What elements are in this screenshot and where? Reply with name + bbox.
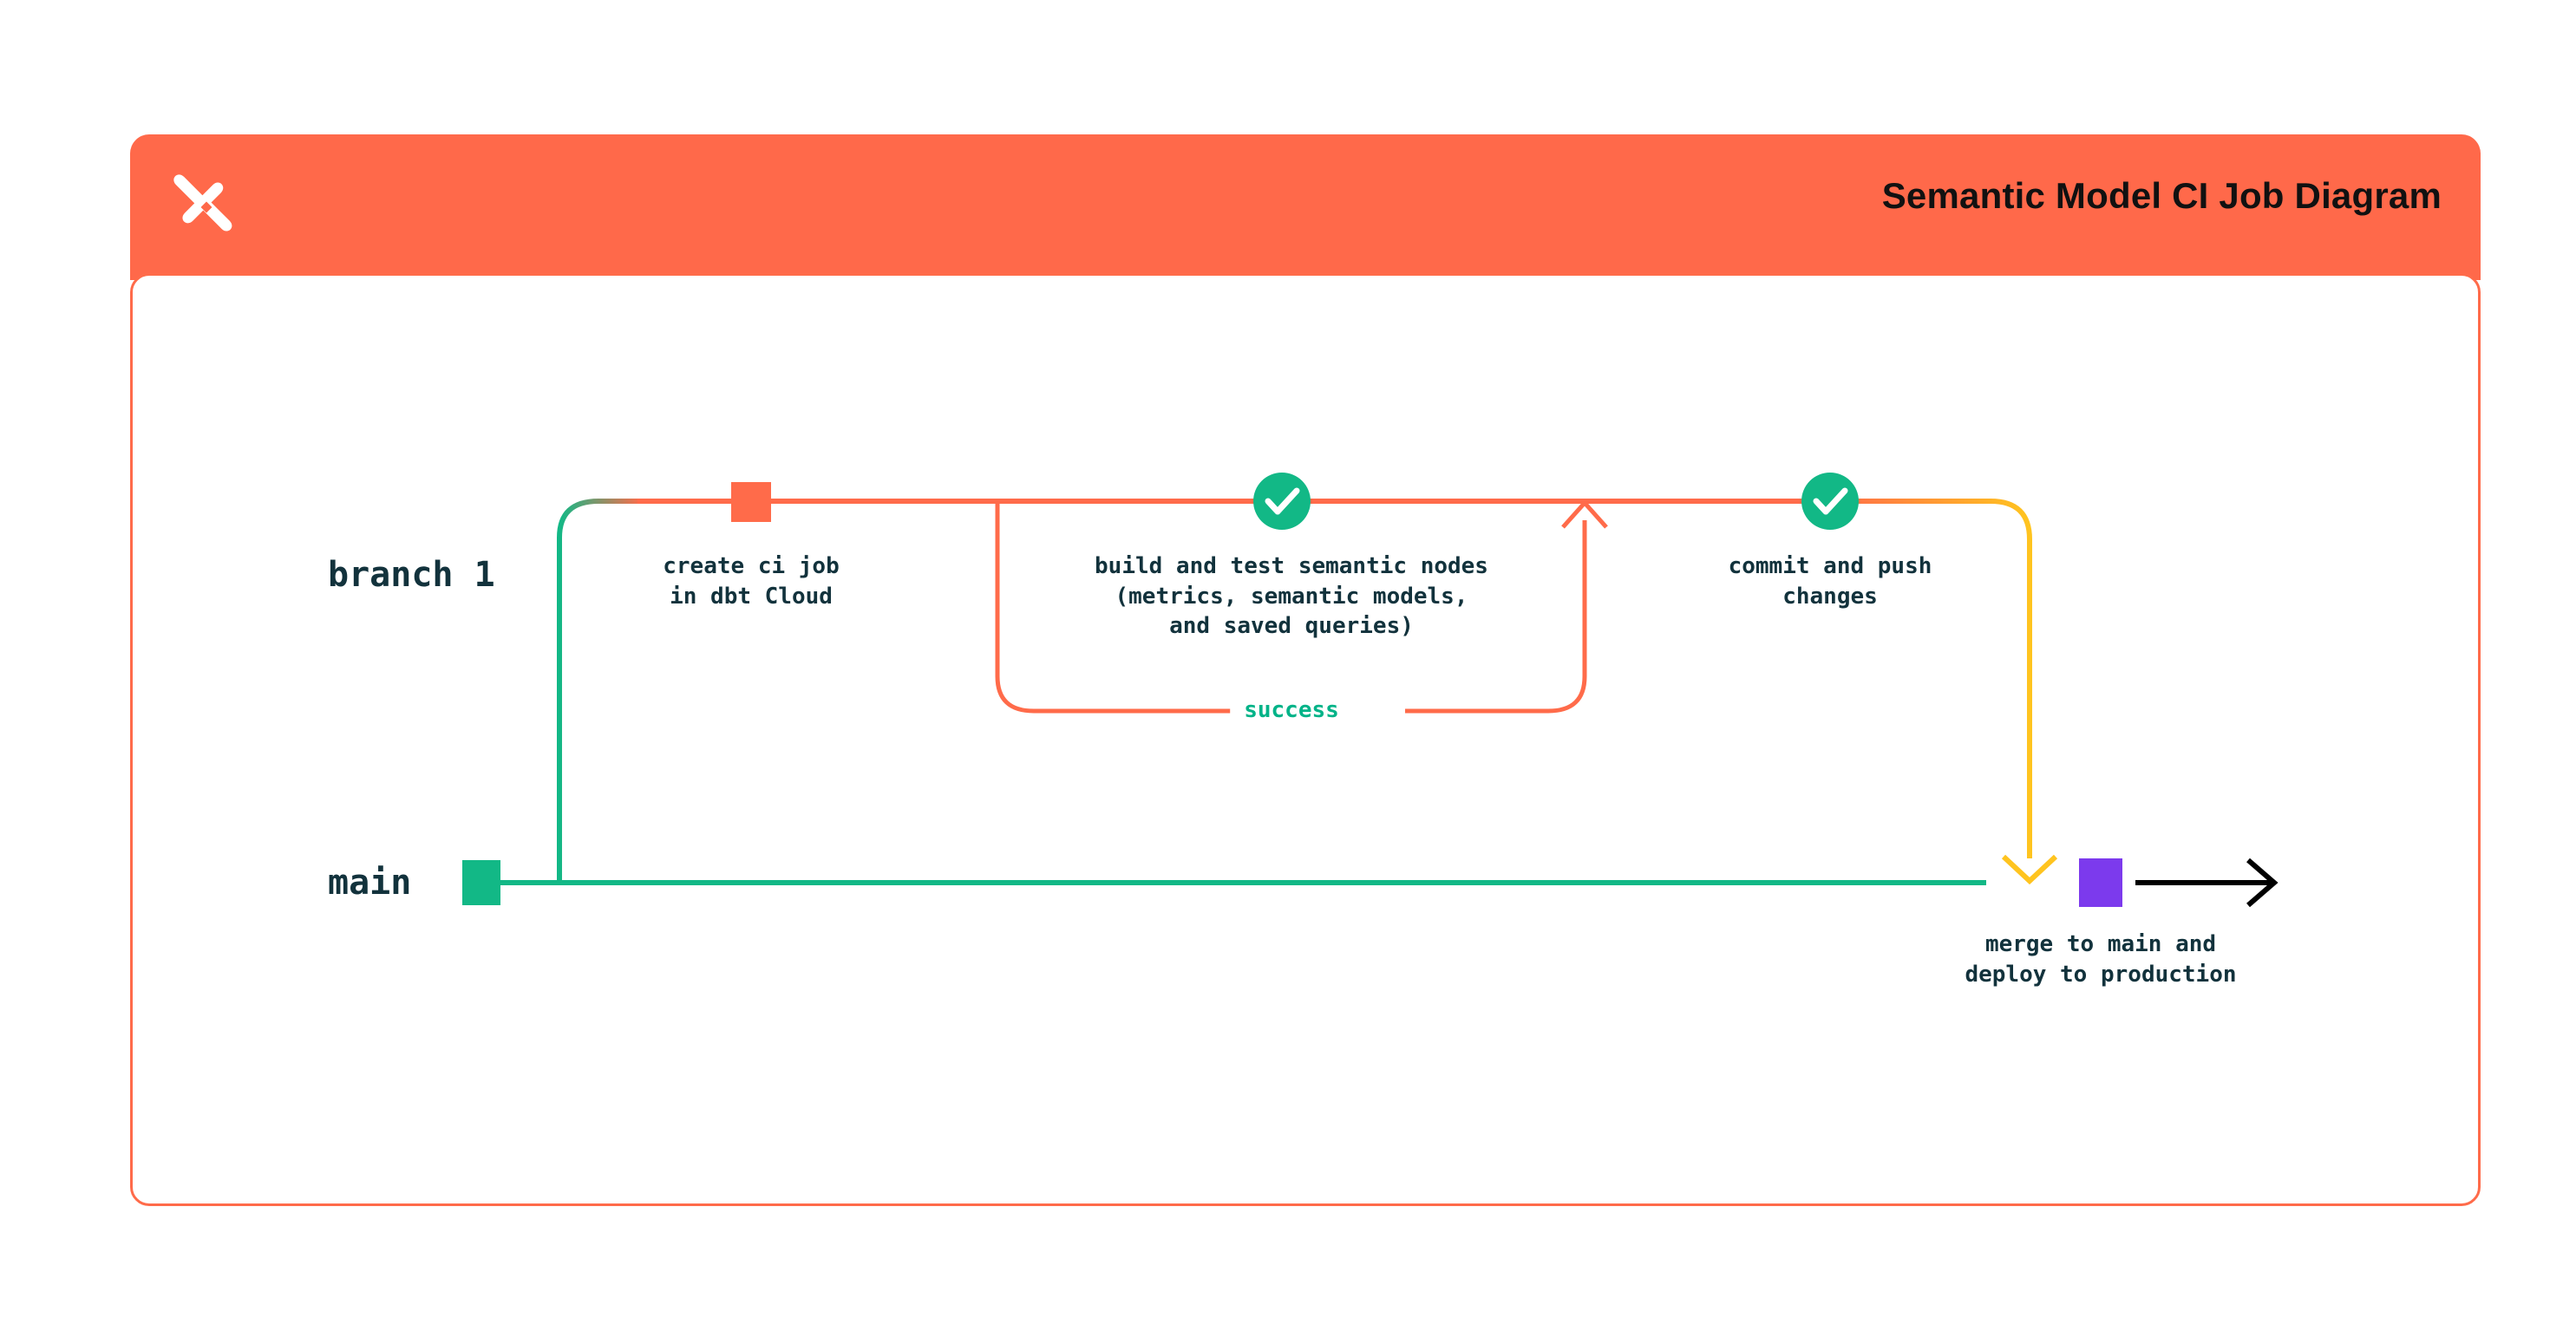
dbt-logo-icon bbox=[167, 167, 246, 247]
caption-line: merge to main and bbox=[1984, 931, 2217, 957]
node-caption-build-and-test: build and test semantic nodes (metrics, … bbox=[979, 551, 1604, 642]
caption-line: and saved queries) bbox=[1169, 613, 1414, 640]
edge-label-success: success bbox=[1230, 697, 1353, 723]
caption-line: commit and push bbox=[1728, 553, 1932, 579]
card-header: Semantic Model CI Job Diagram bbox=[130, 134, 2481, 280]
node-caption-commit-and-push: commit and push changes bbox=[1605, 551, 2056, 611]
branch-label-main: main bbox=[328, 863, 412, 903]
node-caption-merge-to-main: merge to main and deploy to production bbox=[1858, 929, 2344, 989]
page-title: Semantic Model CI Job Diagram bbox=[1881, 175, 2442, 216]
caption-line: changes bbox=[1782, 583, 1878, 610]
branch-label-branch-1: branch 1 bbox=[328, 555, 495, 595]
caption-line: in dbt Cloud bbox=[670, 583, 833, 610]
card-body bbox=[130, 273, 2481, 1206]
caption-line: create ci job bbox=[663, 553, 840, 579]
caption-line: (metrics, semantic models, bbox=[1115, 583, 1468, 610]
caption-line: deploy to production bbox=[1965, 961, 2237, 988]
edge-label-success-wrap: success bbox=[1230, 697, 1353, 723]
node-caption-create-ci-job: create ci job in dbt Cloud bbox=[552, 551, 951, 611]
diagram-card: Semantic Model CI Job Diagram bbox=[130, 134, 2481, 1206]
caption-line: build and test semantic nodes bbox=[1095, 553, 1488, 579]
